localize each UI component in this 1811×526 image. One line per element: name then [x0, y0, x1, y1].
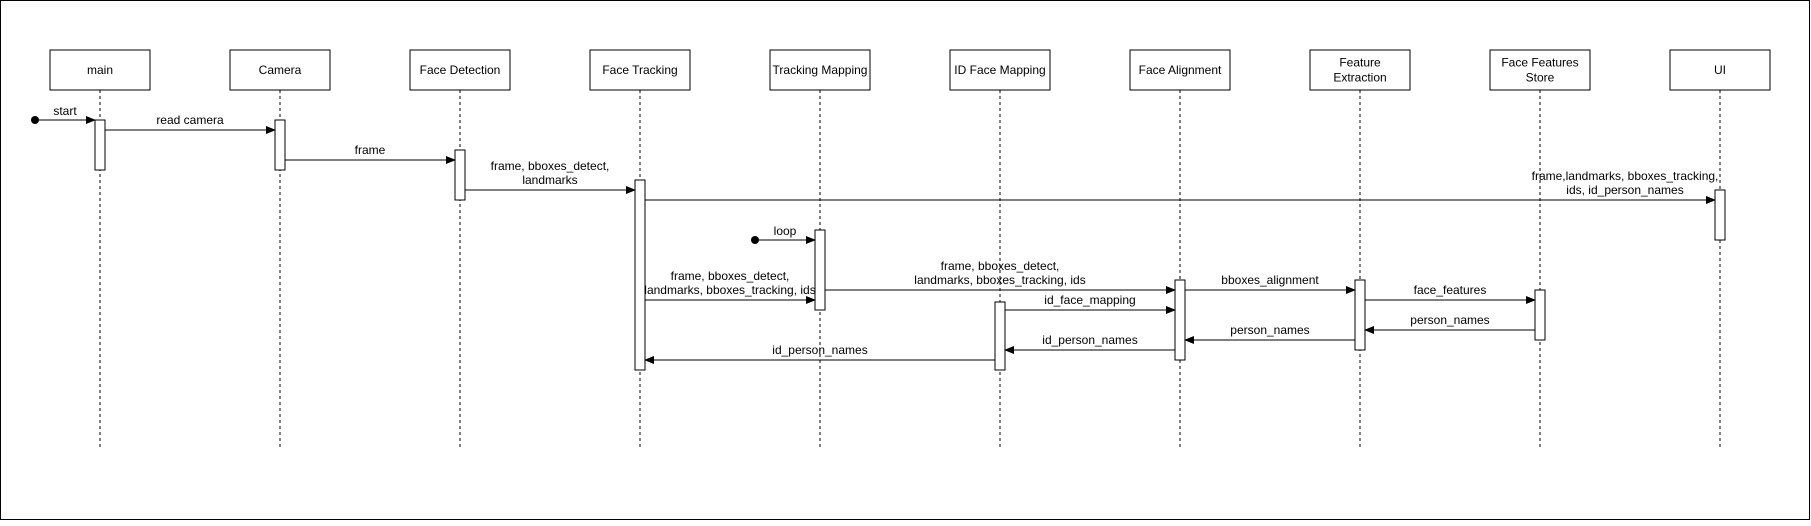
- participant-label: Face Detection: [420, 63, 501, 77]
- participant-label: Tracking Mapping: [773, 63, 868, 77]
- message-id-face-mapping-to-face-alignment: id_face_mapping: [1005, 293, 1176, 314]
- message-id-face-mapping-to-face-tracking: id_person_names: [644, 343, 995, 364]
- participant-label: Feature: [1339, 56, 1381, 70]
- message-face-tracking-to-tracking-mapping: frame, bboxes_detect,landmarks, bboxes_t…: [644, 269, 816, 304]
- activation-bar-feature-extraction: [1354, 279, 1366, 351]
- message-label: face_features: [1414, 283, 1487, 297]
- participant-main: main: [49, 49, 151, 448]
- activation-bar-id-face-mapping: [994, 301, 1006, 371]
- message-label: id_person_names: [1042, 333, 1137, 347]
- message-label: loop: [774, 224, 797, 238]
- activation-bar-main: [94, 119, 106, 171]
- participant-box: [1669, 49, 1771, 91]
- participant-label: ID Face Mapping: [954, 63, 1045, 77]
- activation-bar-ui: [1714, 189, 1726, 241]
- participant-face-tracking: Face Tracking: [589, 49, 691, 448]
- activation-bar-tracking-mapping: [814, 229, 826, 311]
- message-face-detection-to-face-tracking: frame, bboxes_detect,landmarks: [465, 159, 636, 194]
- message-label: landmarks: [522, 173, 577, 187]
- message-label: ids, id_person_names: [1566, 183, 1683, 197]
- message-face-tracking-to-ui: frame,landmarks, bboxes_tracking,ids, id…: [645, 169, 1719, 204]
- message-label: landmarks, bboxes_tracking, ids: [644, 283, 815, 297]
- message-label: person_names: [1410, 313, 1489, 327]
- participant-tracking-mapping: Tracking Mapping: [769, 49, 871, 448]
- participant-label: Extraction: [1333, 71, 1386, 85]
- message-face-features-store-to-feature-extraction: person_names: [1364, 313, 1535, 334]
- message-label: frame, bboxes_detect,: [491, 159, 610, 173]
- activation-bar-camera: [274, 119, 286, 171]
- activation-bar-face-features-store: [1534, 289, 1546, 341]
- message-label: frame: [355, 143, 386, 157]
- participant-box: [49, 49, 151, 91]
- message-tracking-mapping-to-face-alignment: frame, bboxes_detect,landmarks, bboxes_t…: [825, 259, 1176, 294]
- participant-label: Store: [1526, 71, 1555, 85]
- participant-label: UI: [1714, 63, 1726, 77]
- message-label: person_names: [1230, 323, 1309, 337]
- participant-box: [949, 49, 1051, 91]
- message-label: frame, bboxes_detect,: [941, 259, 1060, 273]
- participant-box: [409, 49, 511, 91]
- participant-box: [1489, 49, 1591, 91]
- message-camera-to-face-detection: frame: [285, 143, 456, 164]
- message-label: id_face_mapping: [1044, 293, 1135, 307]
- participant-label: Camera: [259, 63, 302, 77]
- message-label: start: [53, 104, 77, 118]
- message-label: read camera: [156, 113, 224, 127]
- participant-ui: UI: [1669, 49, 1771, 448]
- participant-box: [769, 49, 871, 91]
- participant-label: Face Tracking: [602, 63, 677, 77]
- activation-bar-face-detection: [454, 149, 466, 201]
- message-label: frame, bboxes_detect,: [671, 269, 790, 283]
- participant-face-detection: Face Detection: [409, 49, 511, 448]
- participant-label: Face Alignment: [1139, 63, 1222, 77]
- message-feature-extraction-to-face-features-store: face_features: [1365, 283, 1536, 304]
- message-feature-extraction-to-face-alignment: person_names: [1184, 323, 1355, 344]
- activation-bar-face-tracking: [634, 179, 646, 371]
- message-label: frame,landmarks, bboxes_tracking,: [1532, 169, 1719, 183]
- participant-camera: Camera: [229, 49, 331, 448]
- participant-box: [229, 49, 331, 91]
- participant-label: main: [87, 63, 113, 77]
- participant-box: [1129, 49, 1231, 91]
- participant-id-face-mapping: ID Face Mapping: [949, 49, 1051, 448]
- message-face-alignment-to-id-face-mapping: id_person_names: [1004, 333, 1175, 354]
- message-face-alignment-to-feature-extraction: bboxes_alignment: [1185, 273, 1356, 294]
- message-label: bboxes_alignment: [1221, 273, 1319, 287]
- participant-label: Face Features: [1501, 56, 1578, 70]
- participant-box: [589, 49, 691, 91]
- found-message-loop: loop: [751, 224, 816, 244]
- message-label: landmarks, bboxes_tracking, ids: [914, 273, 1085, 287]
- participant-box: [1309, 49, 1411, 91]
- message-label: id_person_names: [772, 343, 867, 357]
- participant-face-alignment: Face Alignment: [1129, 49, 1231, 448]
- message-main-to-camera: read camera: [105, 113, 276, 134]
- activation-bar-face-alignment: [1174, 279, 1186, 361]
- found-message-start: start: [31, 104, 96, 124]
